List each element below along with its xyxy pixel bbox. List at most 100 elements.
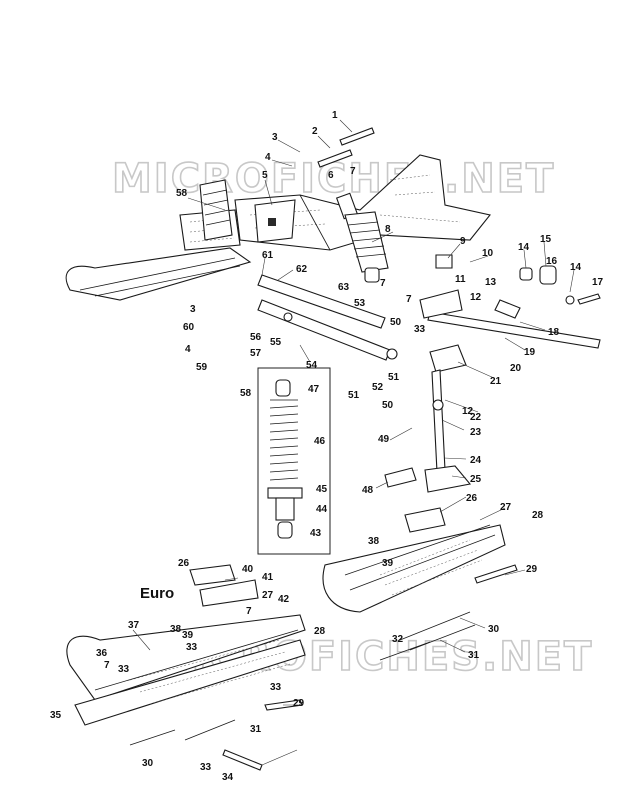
standard-ski-drawing	[322, 507, 518, 661]
label-57: 57	[250, 348, 262, 359]
label-9: 9	[460, 236, 466, 247]
label-38b: 38	[170, 624, 182, 635]
euro-label: Euro	[140, 585, 174, 602]
label-12a: 12	[470, 292, 482, 303]
label-48: 48	[362, 485, 374, 496]
label-11: 11	[455, 274, 466, 285]
label-58a: 58	[176, 188, 188, 199]
spindle-drawing	[424, 344, 472, 493]
shock-detail-box	[257, 367, 331, 555]
label-50a: 50	[390, 317, 402, 328]
label-24: 24	[470, 455, 482, 466]
washer-14-drawing	[565, 295, 575, 305]
label-16: 16	[546, 256, 558, 267]
bolt-17-drawing	[577, 293, 601, 305]
label-39a: 39	[382, 558, 394, 569]
label-55: 55	[270, 337, 282, 348]
label-51a: 51	[388, 372, 400, 383]
label-38a: 38	[368, 536, 380, 547]
bushing-16-drawing	[539, 265, 557, 285]
label-19: 19	[524, 347, 536, 358]
axle-pin-drawing	[384, 467, 417, 488]
label-26a: 26	[466, 493, 478, 504]
label-32: 32	[392, 634, 404, 645]
front-shock-drawing	[335, 192, 389, 283]
label-4a: 4	[265, 152, 271, 163]
label-4b: 4	[185, 344, 191, 355]
watermark-top: MICROFICHES.NET	[112, 156, 555, 202]
label-31b: 31	[250, 724, 262, 735]
label-33a: 33	[414, 324, 426, 335]
label-62: 62	[296, 264, 308, 275]
label-29a: 29	[526, 564, 538, 575]
label-23: 23	[470, 427, 482, 438]
label-53: 53	[354, 298, 366, 309]
label-1: 1	[332, 110, 338, 121]
label-33b: 33	[186, 642, 198, 653]
label-33c: 33	[118, 664, 130, 675]
label-10: 10	[482, 248, 494, 259]
label-37: 37	[128, 620, 140, 631]
label-30b: 30	[142, 758, 154, 769]
label-13: 13	[485, 277, 497, 288]
label-5: 5	[262, 170, 268, 181]
label-50b: 50	[382, 400, 394, 411]
bolt-2-drawing	[317, 149, 353, 168]
label-15: 15	[540, 234, 552, 245]
label-46: 46	[314, 436, 326, 447]
bolt-1-drawing	[339, 127, 375, 146]
bracket-11-drawing	[419, 289, 463, 319]
shock-detail-drawing	[267, 379, 303, 539]
label-3b: 3	[190, 304, 196, 315]
part-labels: 1 2 3 4 5 6 7 58 8 9 10 14 15 16 14 17 6…	[50, 110, 604, 783]
label-59: 59	[196, 362, 208, 373]
label-35: 35	[50, 710, 62, 721]
label-18: 18	[548, 327, 560, 338]
label-7e: 7	[104, 660, 110, 671]
label-26b: 26	[178, 558, 190, 569]
label-8: 8	[385, 224, 391, 235]
bushing-55	[283, 312, 293, 322]
bushing-15-drawing	[519, 267, 533, 281]
bushing-51	[386, 348, 398, 360]
label-34: 34	[222, 772, 234, 783]
label-29b: 29	[293, 698, 305, 709]
label-42: 42	[278, 594, 290, 605]
label-61: 61	[262, 250, 274, 261]
label-14b: 14	[570, 262, 582, 273]
label-7a: 7	[350, 166, 356, 177]
label-52: 52	[372, 382, 384, 393]
rear-shock-drawing	[199, 179, 233, 241]
label-58b: 58	[240, 388, 252, 399]
label-22: 22	[470, 412, 482, 423]
bracket-hole	[268, 218, 276, 226]
label-27a: 27	[500, 502, 512, 513]
label-45: 45	[316, 484, 328, 495]
label-60: 60	[183, 322, 195, 333]
label-54: 54	[306, 360, 318, 371]
upper-link-drawing	[257, 274, 386, 329]
label-21: 21	[490, 376, 502, 387]
label-12b: 12	[462, 406, 474, 417]
label-63: 63	[338, 282, 350, 293]
label-17: 17	[592, 277, 604, 288]
rod-end-drawing	[494, 299, 521, 319]
label-39b: 39	[182, 630, 194, 641]
label-25: 25	[470, 474, 482, 485]
euro-ski-drawing	[66, 564, 306, 771]
label-30a: 30	[488, 624, 500, 635]
label-7c: 7	[406, 294, 412, 305]
label-40: 40	[242, 564, 254, 575]
label-7b: 7	[380, 278, 386, 289]
label-28b: 28	[314, 626, 326, 637]
label-36: 36	[96, 648, 108, 659]
label-27b: 27	[262, 590, 274, 601]
label-41: 41	[262, 572, 274, 583]
label-49: 49	[378, 434, 390, 445]
label-14a: 14	[518, 242, 530, 253]
label-33d: 33	[270, 682, 282, 693]
label-56: 56	[250, 332, 262, 343]
label-43: 43	[310, 528, 322, 539]
bushing-9-drawing	[435, 254, 453, 269]
label-33e: 33	[200, 762, 212, 773]
